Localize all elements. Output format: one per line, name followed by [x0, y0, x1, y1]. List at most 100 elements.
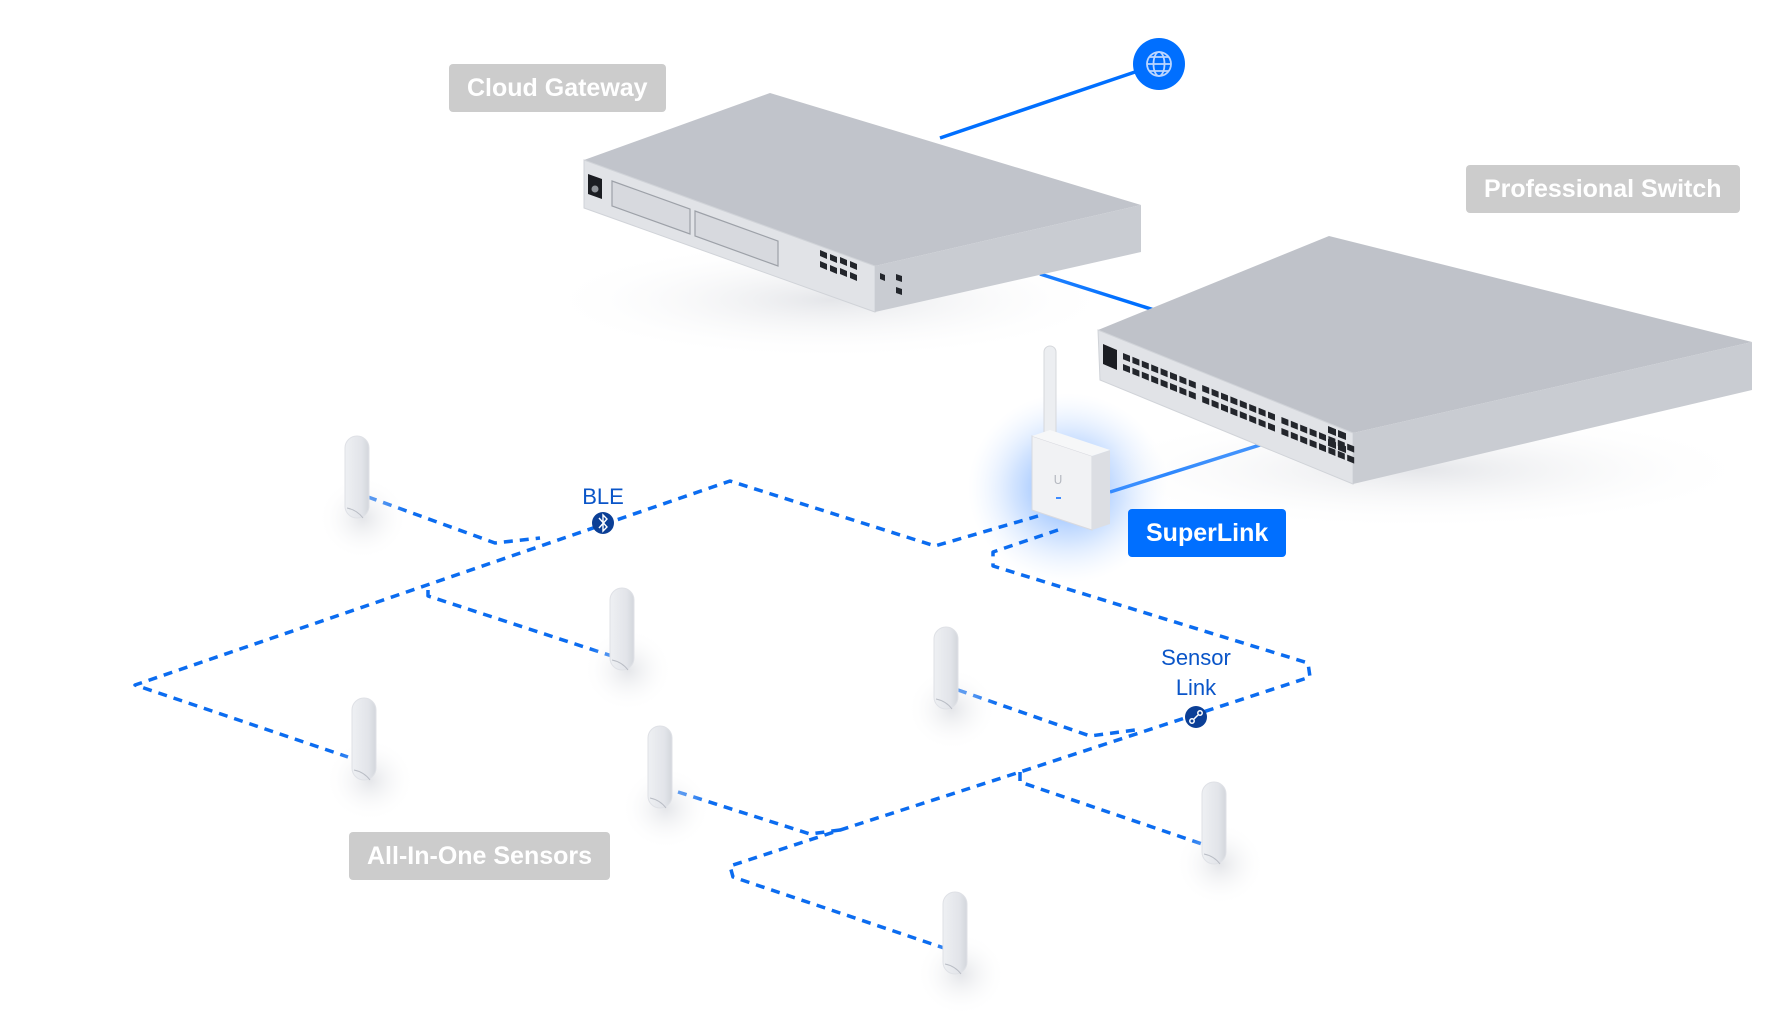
cloud-gateway-label: Cloud Gateway	[449, 64, 666, 112]
switch-port	[1211, 388, 1219, 398]
gateway-top	[584, 93, 1141, 266]
switch-port	[1230, 407, 1238, 417]
switch-port	[1202, 395, 1210, 405]
sensor-device[interactable]	[916, 891, 1006, 1016]
professional-switch-label: Professional Switch	[1466, 165, 1740, 213]
sensor-device[interactable]	[1175, 781, 1265, 906]
switch-port	[1141, 371, 1149, 381]
switch-port	[1221, 392, 1228, 402]
sensor-body	[1201, 781, 1227, 865]
wireless-links	[133, 479, 1312, 950]
switch-top	[1098, 236, 1752, 433]
switch-port	[1290, 431, 1298, 441]
switch-port	[1123, 353, 1130, 362]
gateway-drive-bay-1	[611, 180, 691, 235]
sensor-base-edge	[346, 507, 364, 519]
all-in-one-sensors	[318, 435, 1265, 1016]
cloud-gateway-device[interactable]	[540, 93, 1141, 360]
sensor-device[interactable]	[621, 725, 711, 850]
switch-port	[1202, 384, 1210, 394]
switch-port	[1290, 420, 1298, 430]
switch-port	[1221, 403, 1228, 413]
sensorlink-sensor-6	[1018, 772, 1203, 846]
sensorlink-main	[728, 528, 1312, 950]
switch-port	[1319, 443, 1326, 453]
sensor-base-edge	[1203, 853, 1221, 865]
sensor-device[interactable]	[583, 587, 673, 712]
switch-port	[1239, 400, 1247, 410]
switch-port	[1160, 379, 1168, 389]
switch-port	[1230, 396, 1238, 406]
switch-port	[1249, 414, 1257, 424]
superlink-device[interactable]: U	[1031, 345, 1110, 531]
switch-port	[1300, 424, 1308, 434]
ble-label: BLE	[582, 484, 624, 509]
switch-ethernet-ports	[1123, 353, 1355, 464]
superlink-label: SuperLink	[1128, 509, 1287, 557]
gateway-drive-bay-2	[694, 210, 779, 267]
sensor-device[interactable]	[325, 697, 415, 822]
link-internet-gateway	[939, 70, 1136, 140]
switch-port	[1151, 364, 1159, 374]
switch-port	[1268, 422, 1275, 432]
switch-port	[1179, 375, 1187, 385]
globe-icon	[1146, 51, 1172, 77]
sensor-body	[344, 435, 370, 519]
switch-port	[1170, 382, 1177, 392]
sensor-link-badge	[1185, 706, 1207, 728]
internet-node[interactable]	[1133, 38, 1185, 90]
sensor-base-edge	[944, 963, 962, 975]
switch-port	[1123, 364, 1130, 373]
superlink-logo: U	[1054, 473, 1063, 487]
ble-link-sensor-2	[426, 590, 613, 658]
ble-badge	[592, 512, 614, 534]
sensor-base-edge	[935, 698, 953, 710]
switch-display-panel	[1103, 344, 1117, 370]
ble-link-superlink-main	[133, 479, 1039, 759]
superlink-body-side	[1092, 450, 1110, 530]
sensor-base-edge	[353, 769, 371, 781]
switch-port	[1179, 386, 1187, 396]
switch-port	[1249, 403, 1257, 413]
switch-port	[1300, 435, 1308, 445]
switch-port	[1239, 411, 1247, 421]
sensor-body	[647, 725, 673, 809]
switch-port	[1347, 443, 1355, 453]
switch-port	[1337, 450, 1345, 460]
switch-port	[1309, 439, 1317, 449]
sensor-base-edge	[649, 797, 667, 809]
switch-port	[1188, 390, 1196, 400]
switch-port	[1328, 446, 1336, 456]
switch-port	[1132, 356, 1140, 366]
superlink-antenna	[1043, 345, 1057, 443]
gateway-power-button	[591, 185, 599, 193]
superlink-body-top	[1032, 430, 1110, 456]
switch-port	[1319, 432, 1326, 442]
sensor-body	[609, 587, 635, 671]
switch-port	[1281, 427, 1289, 437]
switch-sfp-port	[1338, 443, 1346, 454]
sensor-base-edge	[611, 659, 629, 671]
switch-port	[1151, 375, 1159, 385]
switch-port	[1281, 416, 1289, 426]
sensor-device[interactable]	[318, 435, 408, 560]
switch-sfp-port	[1338, 430, 1346, 441]
switch-port	[1347, 454, 1355, 464]
switch-port	[1211, 399, 1219, 409]
professional-switch-device[interactable]	[1080, 236, 1760, 530]
ble-link-sensor-1	[367, 495, 541, 545]
superlink-status-led	[1056, 497, 1061, 499]
switch-port	[1258, 418, 1266, 428]
sensor-device[interactable]	[907, 626, 997, 751]
bluetooth-icon	[598, 513, 608, 533]
switch-sfp-port	[1328, 439, 1336, 449]
gateway-ethernet-ports	[820, 250, 902, 295]
sensor-link-label: Sensor Link	[1146, 643, 1246, 703]
switch-port	[1132, 367, 1140, 377]
switch-port	[1160, 368, 1168, 378]
switch-port	[1170, 371, 1177, 381]
sensor-link-label-line2: Link	[1175, 675, 1217, 700]
sensor-body	[933, 626, 959, 710]
switch-sfp-port	[1328, 426, 1336, 436]
